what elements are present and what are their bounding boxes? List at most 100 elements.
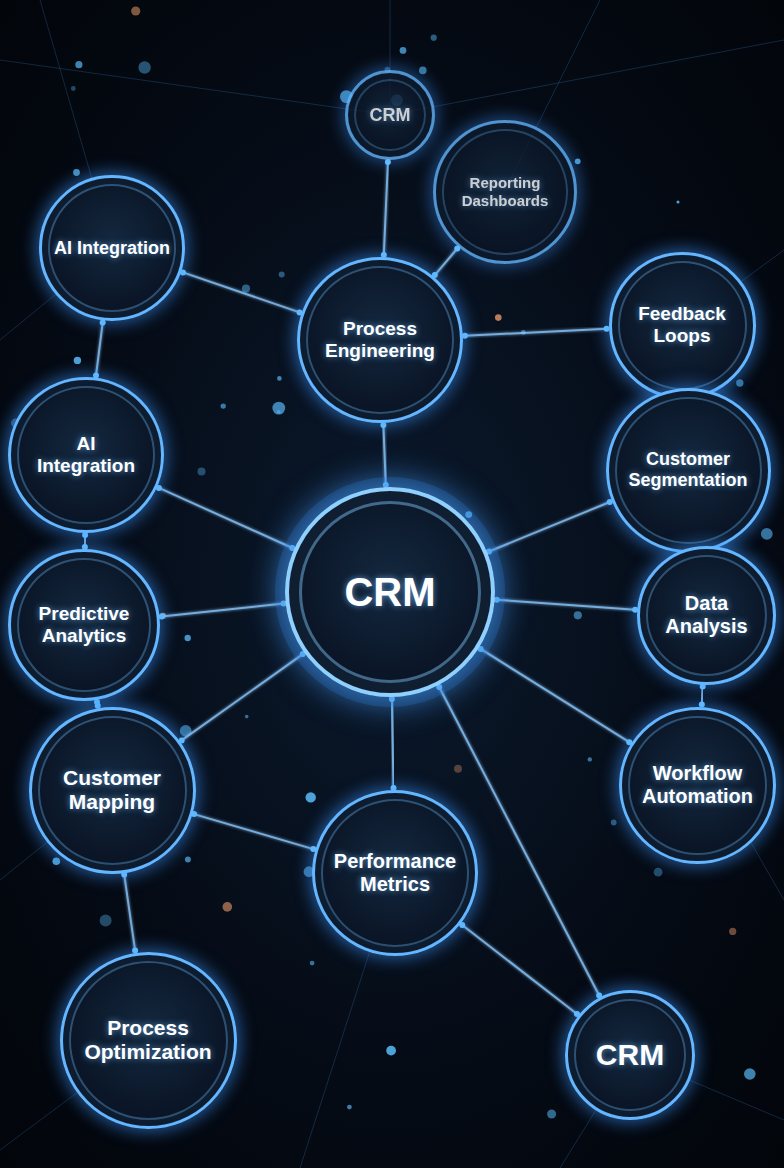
topic-circle: Feedback Loops <box>609 252 756 399</box>
circle-label-group: Performance Metrics <box>330 850 460 896</box>
glow-dot <box>654 868 663 877</box>
circle-label: Workflow Automation <box>638 762 758 808</box>
glow-dot <box>729 928 736 935</box>
circle-label: Customer Mapping <box>47 766 177 814</box>
connector-stroke <box>182 654 303 740</box>
circle-label: Performance Metrics <box>330 850 460 896</box>
glow-dot <box>131 6 140 15</box>
connector-stroke <box>462 925 577 1014</box>
connector-line <box>82 532 88 550</box>
circle-label-group: Customer Mapping <box>47 766 177 814</box>
circle-label-group: CRM <box>596 1038 664 1073</box>
circle-label-group: Process Optimization <box>78 1016 218 1064</box>
connector-line <box>121 872 138 954</box>
circle-label: CRM <box>370 105 411 126</box>
topic-circle: Reporting Dashboards <box>433 120 577 264</box>
glow-dot <box>71 86 76 91</box>
glow-dot <box>223 902 233 912</box>
connector-line <box>179 651 306 743</box>
glow-dot <box>744 1068 756 1080</box>
glow-dot <box>138 61 150 73</box>
connector-stroke <box>383 425 385 485</box>
topic-circle: Workflow Automation <box>619 707 776 864</box>
circle-label-group: CRM <box>370 105 411 126</box>
circle-label-group: Data Analysis <box>657 592 757 638</box>
circle-label-group: Workflow Automation <box>638 762 758 808</box>
connector-stroke <box>497 600 636 610</box>
connector-stroke <box>194 814 313 849</box>
connector-line <box>159 601 287 620</box>
circle-label: Predictive Analytics <box>27 603 142 647</box>
connector-stroke <box>465 329 607 336</box>
glow-dot <box>245 715 249 719</box>
glow-dot <box>465 511 472 518</box>
topic-circle: Customer Segmentation <box>606 388 771 553</box>
glow-dot <box>574 611 582 619</box>
topic-circle: Data Analysis <box>637 546 776 685</box>
glow-dot <box>185 856 191 862</box>
circle-label: Process Optimization <box>78 1016 218 1064</box>
glow-dot <box>611 820 617 826</box>
connector-stroke <box>183 272 300 312</box>
glow-dot <box>400 47 407 54</box>
connector-line <box>180 269 303 315</box>
circle-label: Data Analysis <box>657 592 757 638</box>
connector-stroke <box>435 249 458 276</box>
circle-label-group: Feedback Loops <box>627 303 737 347</box>
connector-line <box>380 422 388 488</box>
topic-circle: Predictive Analytics <box>8 549 160 701</box>
connector-stroke <box>481 649 630 742</box>
glow-dot <box>272 402 285 415</box>
connector-line <box>462 326 610 339</box>
glow-dot <box>100 915 112 927</box>
glow-dot <box>547 1110 556 1119</box>
glow-dot <box>386 1046 396 1056</box>
circle-label: CRM <box>344 569 435 615</box>
glow-dot <box>310 961 315 966</box>
glow-dot <box>74 357 81 364</box>
circle-label-group: AI Integration <box>54 238 170 259</box>
circle-label-group: AI Integration <box>26 433 146 477</box>
glow-dot <box>736 379 743 386</box>
glow-dot <box>53 858 61 866</box>
glow-dot <box>242 285 250 293</box>
connector-line <box>699 683 706 707</box>
glow-dot <box>454 765 462 773</box>
glow-dot <box>495 314 502 321</box>
glow-dot <box>431 35 437 41</box>
glow-dot <box>185 635 191 641</box>
glow-dot <box>73 169 80 176</box>
topic-circle: CRM <box>565 990 695 1120</box>
glow-dot <box>575 158 581 164</box>
circle-label-group: Predictive Analytics <box>27 603 142 647</box>
circle-label: Customer Segmentation <box>623 449 753 490</box>
connector-stroke <box>162 604 284 617</box>
glow-dot <box>198 468 206 476</box>
glow-dot <box>588 757 592 761</box>
circle-label: CRM <box>596 1038 664 1073</box>
connector-stroke <box>124 875 135 951</box>
connector-line <box>156 485 296 551</box>
glow-dot <box>419 67 427 75</box>
topic-circle: AI Integration <box>8 377 164 533</box>
connector-line <box>389 696 397 791</box>
glow-dot <box>75 61 82 68</box>
glow-dot <box>277 376 282 381</box>
glow-dot <box>221 403 226 408</box>
connector-line <box>478 646 633 745</box>
topic-circle: CRM <box>345 70 435 160</box>
topic-circle: Process Optimization <box>60 952 237 1129</box>
connector-line <box>191 811 316 852</box>
connector-line <box>432 246 461 279</box>
circle-label: Process Engineering <box>315 318 445 362</box>
glow-dot <box>677 200 680 203</box>
connector-line <box>459 922 580 1017</box>
circle-label: Reporting Dashboards <box>450 174 560 209</box>
circle-label-group: Customer Segmentation <box>623 449 753 490</box>
connector-stroke <box>384 162 388 255</box>
topic-circle: AI Integration <box>39 175 185 321</box>
circle-label: AI Integration <box>26 433 146 477</box>
topic-circle: Process Engineering <box>297 257 463 423</box>
